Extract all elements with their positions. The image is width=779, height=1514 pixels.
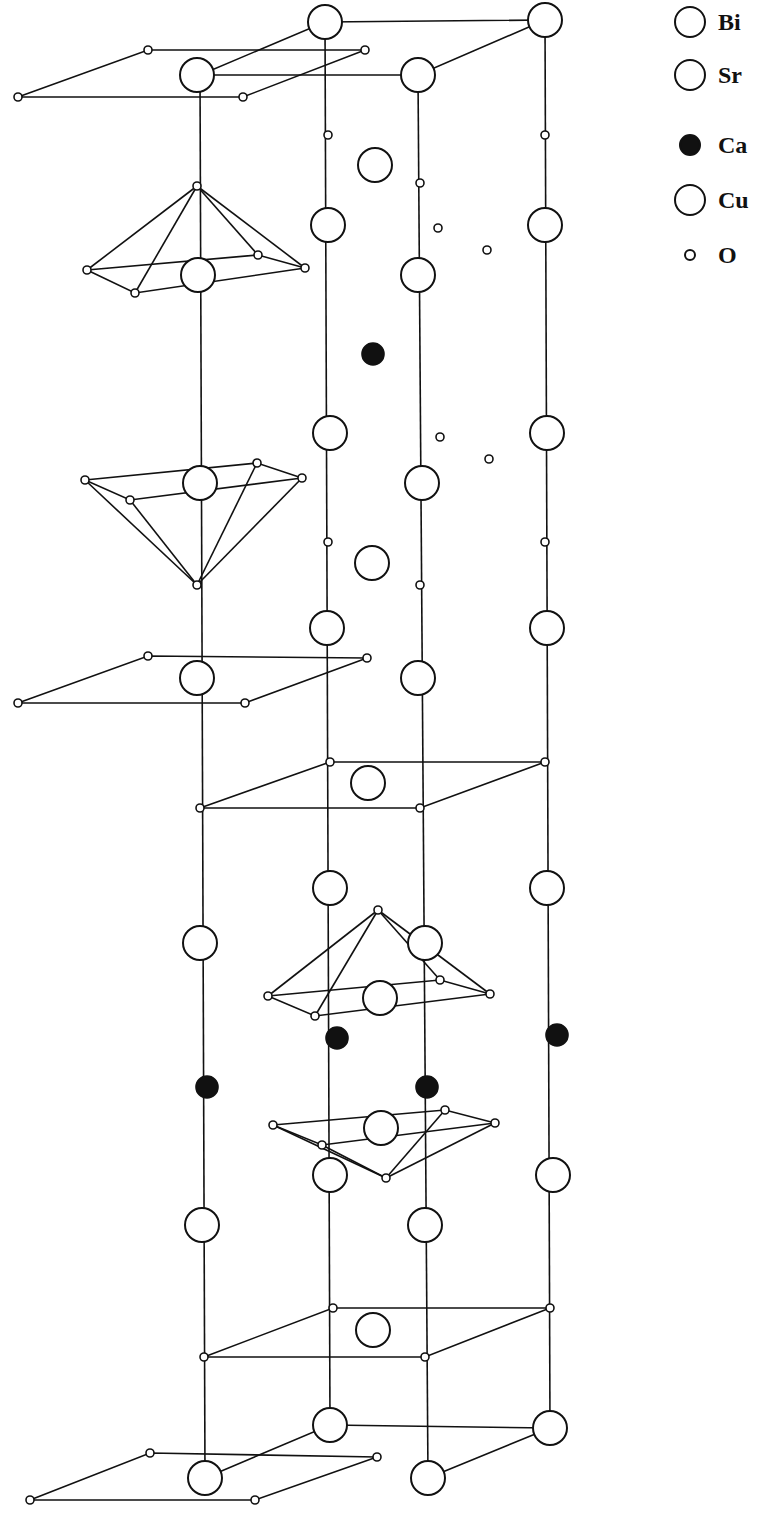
- legend-row: O: [672, 238, 737, 272]
- legend-label: Sr: [718, 62, 742, 89]
- legend-swatch: [672, 58, 708, 92]
- legend-row: Cu: [672, 183, 749, 217]
- legend-row: Ca: [672, 128, 747, 162]
- legend-row: Bi: [672, 5, 741, 39]
- legend-row: Sr: [672, 58, 742, 92]
- legend-label: Cu: [718, 187, 749, 214]
- legend-swatch: [672, 5, 708, 39]
- legend-swatch: [672, 128, 708, 162]
- legend-label: Ca: [718, 132, 747, 159]
- legend-swatch: [672, 238, 708, 272]
- legend-label: O: [718, 242, 737, 269]
- legend-label: Bi: [718, 9, 741, 36]
- legend-swatch: [672, 183, 708, 217]
